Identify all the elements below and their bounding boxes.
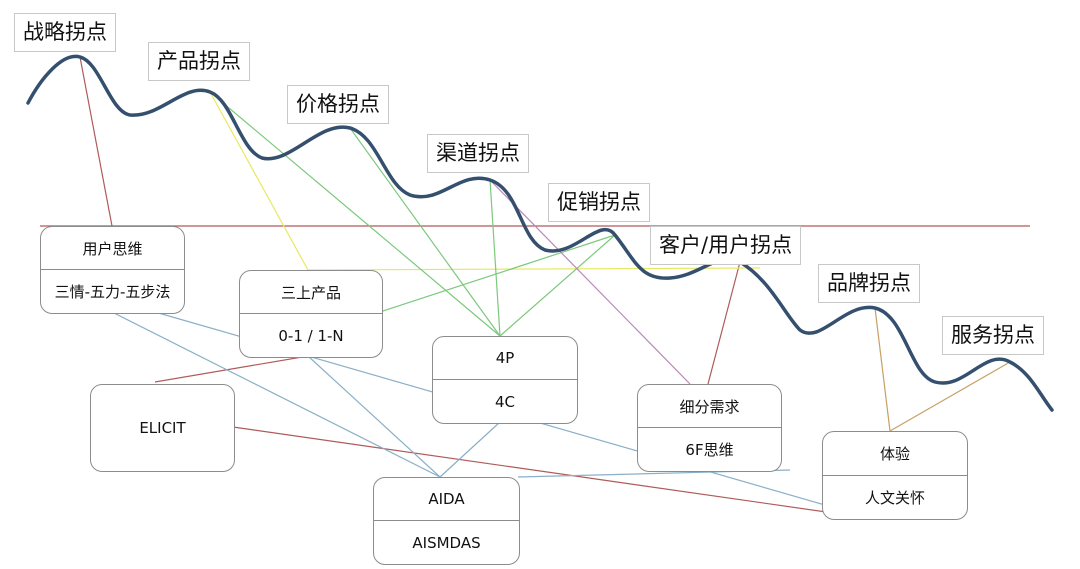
box-three-products-bottom: 0-1 / 1-N bbox=[240, 313, 382, 357]
box-4p-top: 4P bbox=[495, 349, 515, 367]
box-three-products-top: 三上产品 bbox=[280, 283, 341, 302]
peak-label-service: 服务拐点 bbox=[942, 316, 1044, 356]
connector-line bbox=[489, 179, 501, 337]
box-user-thinking: 用户思维 三情-五力-五步法 bbox=[40, 226, 185, 314]
connector-line bbox=[111, 311, 441, 478]
connector-line bbox=[439, 421, 501, 478]
box-elicit: ELICIT bbox=[90, 384, 235, 472]
box-aida: AIDA AISMDAS bbox=[373, 477, 520, 565]
peak-label-brand: 品牌拐点 bbox=[818, 264, 920, 304]
peak-label-price: 价格拐点 bbox=[287, 85, 389, 125]
box-three-products: 三上产品 0-1 / 1-N bbox=[239, 270, 383, 358]
peak-label-strategy: 战略拐点 bbox=[14, 13, 116, 53]
box-segment-top: 细分需求 bbox=[679, 397, 740, 416]
peak-label-customer: 客户/用户拐点 bbox=[650, 226, 802, 266]
connector-line bbox=[154, 355, 309, 383]
box-4p-4c: 4P 4C bbox=[432, 336, 578, 424]
box-experience-bottom: 人文关怀 bbox=[823, 475, 967, 519]
connector-line bbox=[707, 261, 741, 385]
connector-line bbox=[489, 179, 691, 385]
peak-label-channel: 渠道拐点 bbox=[427, 134, 529, 174]
box-experience: 体验 人文关怀 bbox=[822, 431, 968, 520]
box-aida-top: AIDA bbox=[428, 490, 465, 508]
box-segment-needs: 细分需求 6F思维 bbox=[637, 384, 782, 472]
box-elicit-label: ELICIT bbox=[139, 419, 186, 437]
connector-line bbox=[79, 56, 113, 227]
peak-label-product: 产品拐点 bbox=[148, 42, 250, 82]
box-user-thinking-bottom: 三情-五力-五步法 bbox=[41, 269, 184, 313]
connector-line bbox=[232, 426, 869, 519]
connector-line bbox=[307, 355, 441, 478]
wave-curve bbox=[26, 54, 1054, 412]
connector-line bbox=[307, 267, 761, 271]
box-4c-bottom: 4C bbox=[433, 379, 577, 423]
connector-line bbox=[349, 127, 501, 337]
connector-line bbox=[889, 361, 1011, 432]
connector-line bbox=[209, 91, 309, 271]
connector-line bbox=[379, 234, 616, 313]
box-segment-bottom: 6F思维 bbox=[638, 427, 781, 471]
box-experience-top: 体验 bbox=[879, 445, 910, 463]
connector-line bbox=[874, 307, 891, 432]
peak-label-promotion: 促销拐点 bbox=[548, 183, 650, 223]
box-aida-bottom: AISMDAS bbox=[374, 520, 519, 564]
connector-line bbox=[499, 234, 616, 337]
connector-line bbox=[209, 91, 501, 337]
box-user-thinking-top: 用户思维 bbox=[82, 239, 143, 258]
